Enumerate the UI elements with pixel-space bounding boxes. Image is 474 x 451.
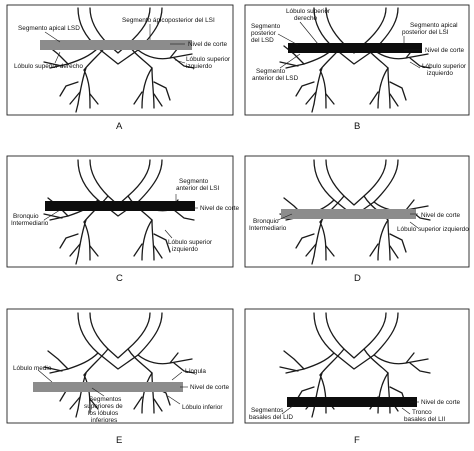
label-del-lsd: del LSD	[251, 37, 274, 44]
panel-e-cut-bar	[33, 382, 183, 392]
label-lobulo-medio: Lóbulo medio	[13, 365, 52, 372]
label-segmento-apical: Segmento apical	[410, 22, 458, 29]
panel-d: Bronquio Intermediario Nivel de corte Ló…	[244, 155, 470, 284]
panel-e-frame	[6, 308, 234, 424]
label-izquierdo: izquierdo	[186, 63, 212, 70]
label-anterior-del-lsd: anterior del LSD	[252, 75, 299, 82]
label-derecho: derecho	[294, 15, 318, 22]
label-nivel-de-corte: Nivel de corte	[188, 41, 228, 48]
label-posterior-del-lsi: posterior del LSI	[402, 29, 449, 36]
panel-c-frame	[6, 155, 234, 268]
caption-b: B	[354, 121, 360, 132]
label-segmento-apicoposterior-lsi: Segmento ápicoposterior del LSI	[122, 17, 215, 24]
label-nivel-de-corte: Nivel de corte	[421, 212, 461, 219]
label-basales-del-lii: basales del LII	[404, 416, 445, 423]
caption-f: F	[354, 435, 360, 446]
label-bronquio: Bronquio	[13, 213, 39, 220]
label-nivel-de-corte: Nivel de corte	[190, 384, 230, 391]
panel-e: Lóbulo medio Língula Nivel de corte Segm…	[6, 308, 234, 446]
label-lobulo-superior-izquierdo: Lóbulo superior izquierdo	[397, 226, 469, 233]
label-superiores-de: superiores de	[84, 403, 123, 410]
label-basales-del-lid: basales del LID	[249, 414, 293, 421]
panel-b-cut-bar	[288, 43, 422, 53]
caption-c: C	[116, 273, 123, 284]
label-izquierdo: izquierdo	[427, 70, 453, 77]
panel-f-frame	[244, 308, 470, 424]
label-nivel-de-corte: Nivel de corte	[425, 47, 465, 54]
label-lobulo-superior: Lóbulo superior	[422, 63, 467, 70]
label-bronquio: Bronquio	[253, 218, 279, 225]
caption-e: E	[116, 435, 122, 446]
label-lingula: Língula	[185, 368, 206, 375]
label-lobulo-superior: Lóbulo superior	[186, 56, 231, 63]
label-posterior: posterior	[251, 30, 277, 37]
label-segmentos: Segmentos	[251, 407, 283, 414]
panel-d-frame	[244, 155, 470, 268]
label-lobulo-superior: Lóbulo superior	[286, 8, 331, 15]
panel-c: Segmento anterior del LSI Nivel de corte…	[6, 155, 240, 284]
label-segmento-apical-lsd: Segmento apical LSD	[18, 25, 80, 32]
panel-b: Lóbulo superior derecho Segmento posteri…	[244, 4, 470, 132]
panel-a: Segmento apical LSD Segmento ápicoposter…	[6, 4, 234, 132]
panel-d-cut-bar	[281, 209, 416, 219]
label-segmento: Segmento	[179, 178, 209, 185]
caption-a: A	[116, 121, 123, 132]
label-segmentos: Segmentos	[89, 396, 121, 403]
label-nivel-de-corte: Nivel de corte	[421, 399, 461, 406]
panel-f-cut-bar	[287, 397, 417, 407]
label-lobulo-inferior: Lóbulo inferior	[182, 404, 223, 411]
label-nivel-de-corte: Nivel de corte	[200, 205, 240, 212]
label-lobulo-superior: Lóbulo superior	[168, 239, 213, 246]
panel-b-frame	[244, 4, 470, 116]
label-intermediario: Intermediario	[249, 225, 287, 232]
caption-d: D	[354, 273, 361, 284]
panel-a-frame	[6, 4, 234, 116]
label-anterior-del-lsi: anterior del LSI	[176, 185, 220, 192]
panel-f: Nivel de corte Segmentos basales del LID…	[244, 308, 470, 446]
panel-b-bronchial-tree	[279, 7, 431, 113]
label-izquierdo: izquierdo	[172, 246, 198, 253]
label-tronco: Tronco	[412, 409, 432, 416]
panel-a-cut-bar	[40, 40, 192, 50]
label-inferiores: inferiores	[91, 417, 117, 424]
label-lobulo-superior-derecho: Lóbulo superior derecho	[14, 63, 83, 70]
label-segmento: Segmento	[251, 23, 281, 30]
panel-c-cut-bar	[45, 201, 195, 211]
label-intermediario: Intermediario	[11, 220, 49, 227]
label-segmento: Segmento	[256, 68, 286, 75]
label-los-lobulos: los lóbulos	[88, 410, 118, 417]
